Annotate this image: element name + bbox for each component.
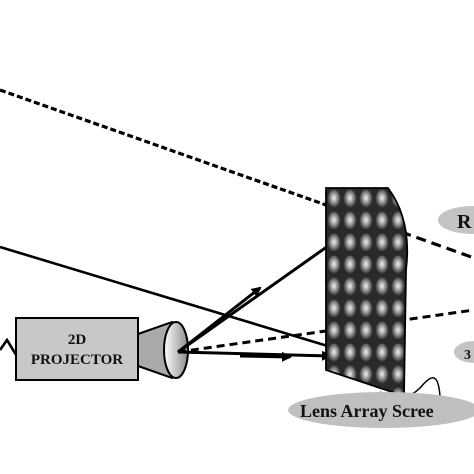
- projector-lens-face: [163, 321, 189, 379]
- projector-label-line1: 2D: [68, 332, 87, 348]
- upper-dashed-ray: [0, 88, 327, 207]
- right-mid-bubble: [454, 341, 474, 363]
- right-mid-label-fragment: 3: [464, 348, 471, 363]
- lens-array-screen: [325, 187, 409, 398]
- projector-box: [15, 317, 139, 381]
- ray-solid-arrow-mid: [239, 351, 292, 362]
- screen-label-bubble: [288, 392, 474, 428]
- screen-label: Lens Array Scree: [300, 401, 434, 421]
- ray-to-mid-screen: [177, 286, 262, 354]
- right-top-bubble: [438, 206, 474, 234]
- upper-dashed-ray-extension: [325, 203, 474, 260]
- middle-solid-ray: [0, 245, 375, 362]
- ray-horizontal-to-screen: [177, 350, 332, 361]
- projector-label-line2: PROJECTOR: [31, 352, 123, 368]
- kinked-ray-into-projector: [0, 337, 20, 359]
- right-top-label-fragment: R: [457, 211, 472, 233]
